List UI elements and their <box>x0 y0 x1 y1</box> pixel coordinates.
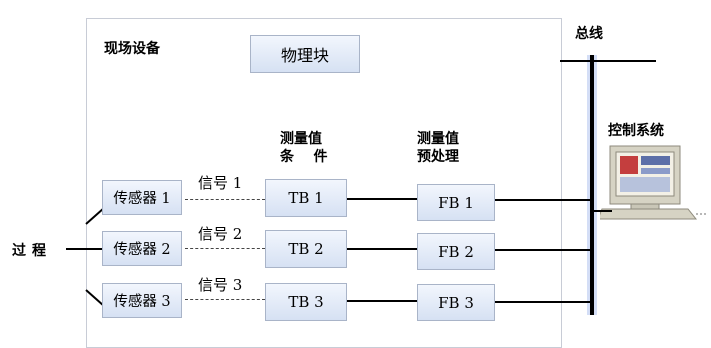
sensor-3: 传感器 3 <box>102 283 182 318</box>
tb-fb-1-line <box>347 198 417 200</box>
measurement-preprocess-heading-line1: 测量值 <box>417 131 459 147</box>
sensor-1: 传感器 1 <box>102 180 182 215</box>
fb-3: FB 3 <box>417 284 495 321</box>
sensor-2: 传感器 2 <box>102 231 182 266</box>
fb-bus-3-line <box>495 301 590 303</box>
bus-line <box>590 55 594 315</box>
signal-2-line <box>185 248 265 249</box>
fb-2: FB 2 <box>417 233 495 270</box>
control-system-label: 控制系统 <box>608 123 664 139</box>
tb-3: TB 3 <box>265 283 347 321</box>
process-label: 过程 <box>12 243 52 259</box>
signal-3-line <box>185 299 265 300</box>
bus-top-connector <box>560 60 656 62</box>
measurement-condition-heading-line2: 条 件 <box>280 149 328 165</box>
bus-label: 总线 <box>575 26 603 42</box>
fb-bus-2-line <box>495 249 590 251</box>
signal-2-label: 信号 2 <box>198 225 243 243</box>
process-line-1 <box>85 207 105 225</box>
fb-1: FB 1 <box>417 184 495 221</box>
measurement-condition-heading-line1: 测量值 <box>280 131 322 147</box>
signal-1-line <box>185 199 265 200</box>
signal-1-label: 信号 1 <box>198 174 243 192</box>
tb-1: TB 1 <box>265 179 347 217</box>
bus-to-control-connector <box>592 210 612 212</box>
tb-fb-3-line <box>347 300 417 302</box>
physical-block: 物理块 <box>250 35 360 73</box>
tb-2: TB 2 <box>265 230 347 268</box>
process-line-3 <box>85 289 105 307</box>
measurement-preprocess-heading-line2: 预处理 <box>417 149 459 165</box>
field-device-title: 现场设备 <box>104 41 160 57</box>
signal-3-label: 信号 3 <box>198 276 243 294</box>
process-line-2 <box>66 248 104 250</box>
computer-icon <box>600 145 706 220</box>
fb-bus-1-line <box>495 199 590 201</box>
tb-fb-2-line <box>347 248 417 250</box>
